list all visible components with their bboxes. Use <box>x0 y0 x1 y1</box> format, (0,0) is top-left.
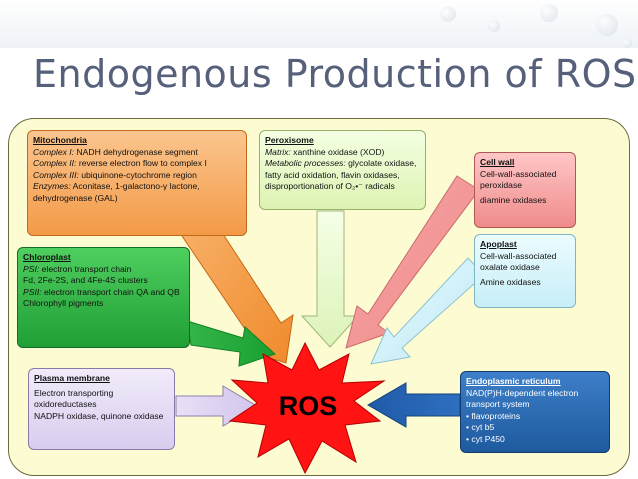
arrow-apoplast <box>370 257 485 365</box>
plasma-membrane-line: Electron transporting oxidoreductases <box>34 387 114 410</box>
arrow-peroxisome <box>300 210 360 348</box>
mitochondria-line: Complex II: reverse electron flow to com… <box>33 158 207 169</box>
chloroplast-line: Fd, 2Fe-2S, and 4Fe-4S clusters <box>23 275 148 286</box>
cell-wall-line: diamine oxidases <box>480 194 547 205</box>
mitochondria-line: Enzymes: Aconitase, 1-galactono-γ lacton… <box>33 181 200 203</box>
decorative-bubble <box>622 38 632 48</box>
arrow-cell-wall <box>345 175 480 349</box>
apoplast-heading: Apoplast <box>480 239 517 249</box>
decorative-bubble <box>488 20 500 32</box>
mitochondria-line: Complex I: NADH dehydrogenase segment <box>33 146 198 157</box>
peroxisome-line: Metabolic processes: glycolate oxidase, … <box>265 158 417 192</box>
apoplast-line: Cell-wall-associated oxalate oxidase <box>480 250 557 273</box>
arrow-endoplasmic-reticulum <box>367 382 461 428</box>
endoplasmic-reticulum-line: • cyt P450 <box>466 433 505 444</box>
chloroplast-box: Chloroplast PSI: electron transport chai… <box>17 247 190 348</box>
peroxisome-heading: Peroxisome <box>265 135 314 145</box>
cell-wall-line: Cell-wall-associated peroxidase <box>480 168 557 191</box>
chloroplast-heading: Chloroplast <box>23 252 71 262</box>
chloroplast-line: PSII: electron transport chain QA and QB <box>23 286 180 297</box>
endoplasmic-reticulum-line: • flavoproteins <box>466 410 521 421</box>
mitochondria-box: Mitochondria Complex I: NADH dehydrogena… <box>27 130 247 236</box>
apoplast-line: Amine oxidases <box>480 276 541 287</box>
mitochondria-heading: Mitochondria <box>33 135 87 145</box>
top-band <box>0 0 638 48</box>
peroxisome-box: Peroxisome Matrix: xanthine oxidase (XOD… <box>259 130 426 210</box>
decorative-bubble <box>440 6 456 22</box>
decorative-bubble <box>596 14 618 36</box>
cell-wall-heading: Cell wall <box>480 157 515 167</box>
plasma-membrane-line: NADPH oxidase, quinone oxidase <box>34 410 164 421</box>
endoplasmic-reticulum-line: • cyt b5 <box>466 422 495 433</box>
plasma-membrane-heading: Plasma membrane <box>34 373 110 383</box>
endoplasmic-reticulum-heading: Endoplasmic reticulum <box>466 376 561 386</box>
ros-starburst <box>228 341 386 475</box>
slide-title: Endogenous Production of ROS <box>33 52 637 96</box>
cell-wall-box: Cell wall Cell-wall-associated peroxidas… <box>474 152 576 228</box>
chloroplast-line: Chlorophyll pigments <box>23 298 104 309</box>
ros-label: ROS <box>278 391 338 421</box>
decorative-bubble <box>540 4 558 22</box>
arrow-chloroplast <box>186 320 276 367</box>
endoplasmic-reticulum-box: Endoplasmic reticulum NAD(P)H-dependent … <box>460 371 610 453</box>
peroxisome-line: Matrix: xanthine oxidase (XOD) <box>265 146 385 157</box>
plasma-membrane-box: Plasma membrane Electron transporting ox… <box>28 368 175 450</box>
apoplast-box: Apoplast Cell-wall-associated oxalate ox… <box>474 234 576 308</box>
chloroplast-line: PSI: electron transport chain <box>23 263 132 274</box>
mitochondria-line: Complex III: ubiquinone-cytochrome regio… <box>33 169 197 180</box>
endoplasmic-reticulum-line: NAD(P)H-dependent electron transport sys… <box>466 387 579 410</box>
